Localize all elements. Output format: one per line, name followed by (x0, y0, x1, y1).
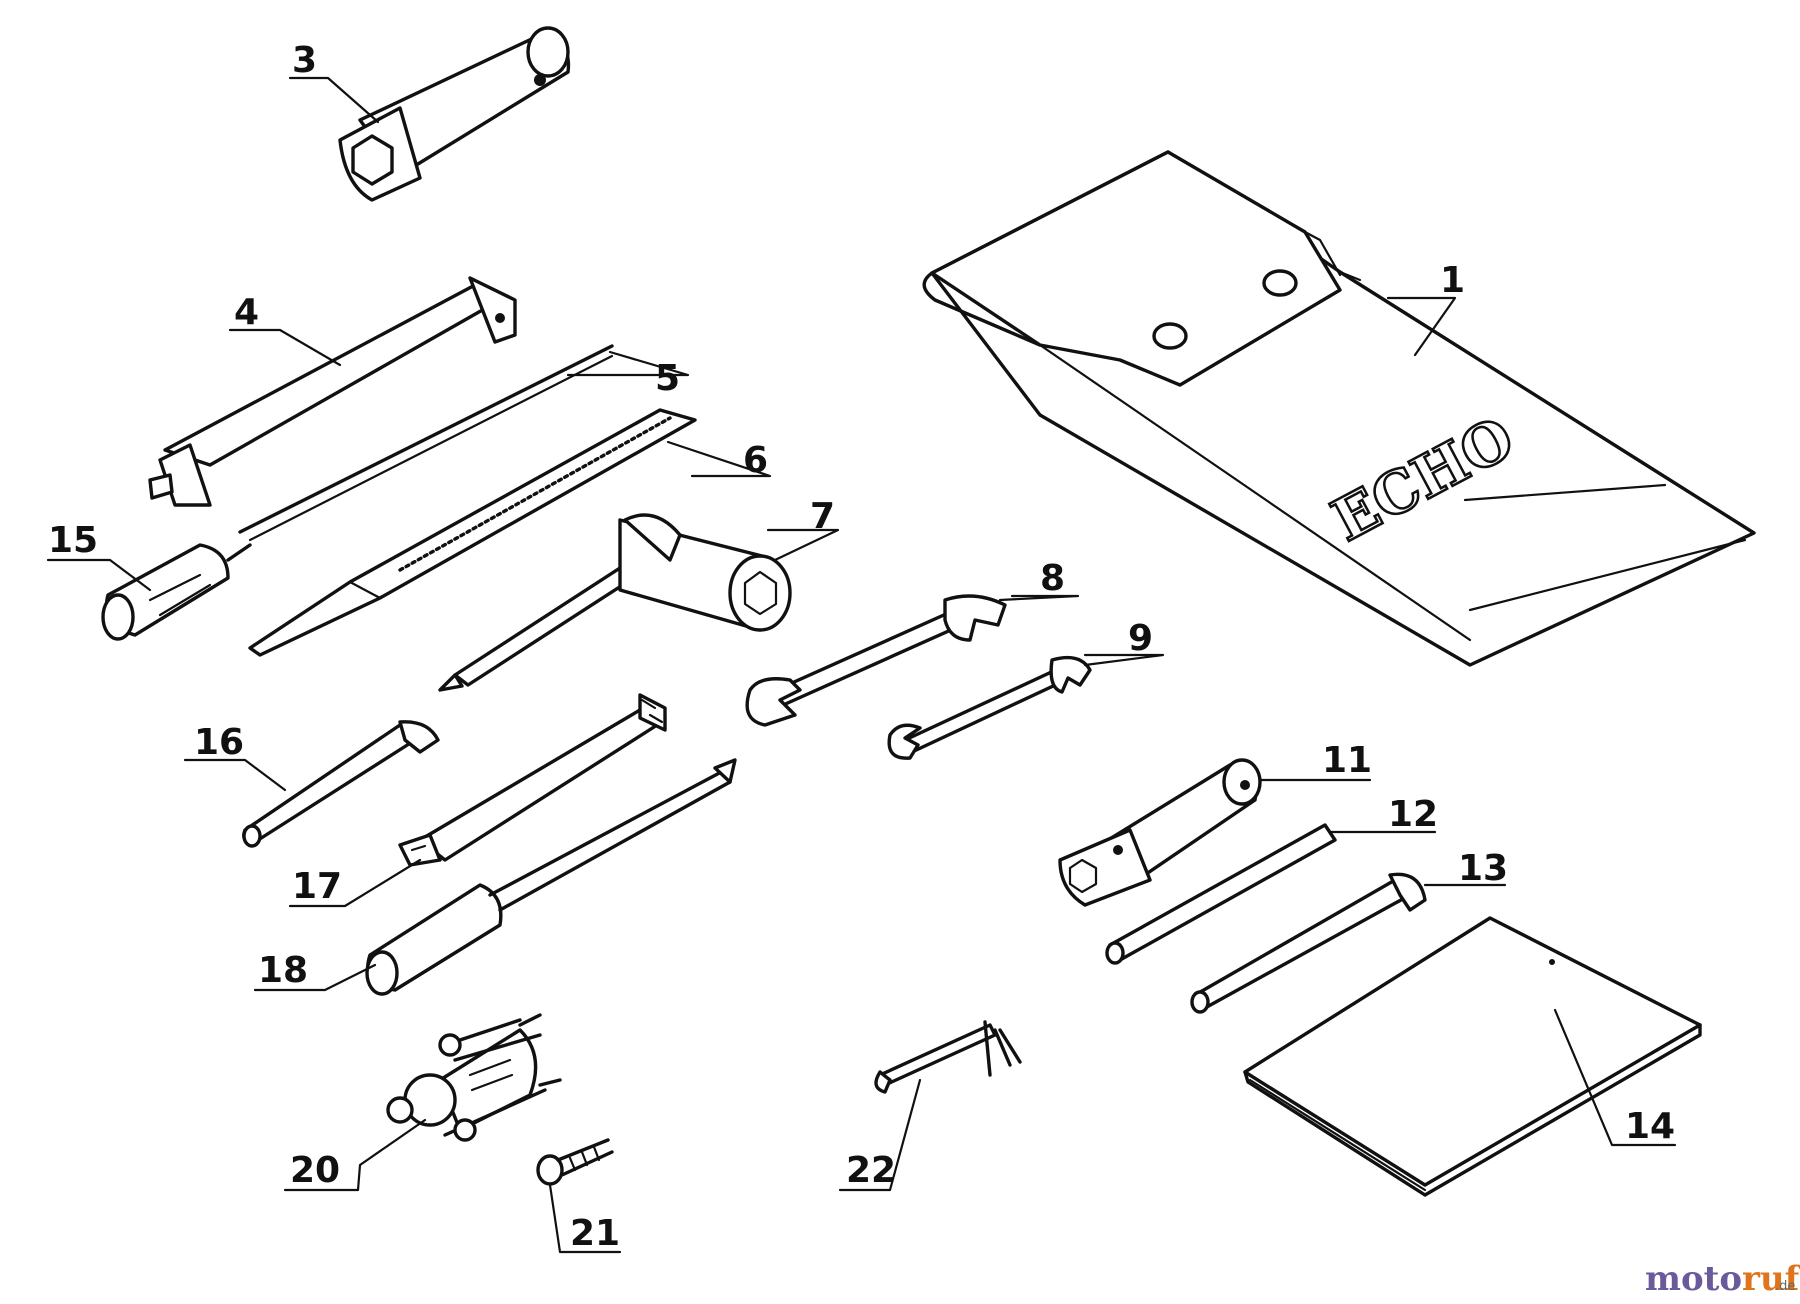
callout-13: 13 (1458, 848, 1508, 889)
part-17-adjusting-tool (398, 693, 667, 867)
callout-7: 7 (810, 496, 835, 537)
callout-9: 9 (1128, 618, 1153, 659)
svg-text:motoruf: motoruf (1645, 1259, 1800, 1299)
part-18-screwdriver (365, 758, 737, 996)
part-1-tool-pouch: ECHO (922, 150, 1756, 667)
part-15-file-handle (101, 543, 252, 641)
callouts: 3 1 4 5 6 7 15 8 9 16 11 12 13 17 18 14 (46, 40, 1677, 1254)
part-9-small-spanner (887, 655, 1092, 760)
part-13-l-hex-key (1190, 872, 1427, 1014)
callout-16: 16 (194, 722, 244, 763)
part-4-bar-spanner (148, 276, 517, 507)
part-16-hex-key (242, 720, 440, 848)
part-12-tommy-bar (1105, 823, 1337, 965)
callout-15: 15 (48, 520, 98, 561)
callout-12: 12 (1388, 794, 1438, 835)
callout-18: 18 (258, 950, 308, 991)
part-20-puller (386, 1013, 562, 1142)
part-11-plug-spanner (1058, 758, 1262, 907)
callout-4: 4 (234, 292, 259, 333)
callout-17: 17 (292, 866, 342, 907)
part-3-box-spanner (338, 26, 571, 202)
watermark-part-b: ruf (1742, 1259, 1800, 1299)
callout-20: 20 (290, 1150, 340, 1191)
callout-21: 21 (570, 1213, 620, 1254)
watermark-logo: motoruf .de (1645, 1259, 1800, 1299)
part-22-small-wrench (874, 1020, 1022, 1094)
callout-1: 1 (1440, 260, 1465, 301)
callout-6: 6 (743, 440, 768, 481)
callout-14: 14 (1625, 1106, 1675, 1147)
part-14-manual (1243, 916, 1702, 1197)
watermark-part-a: moto (1645, 1259, 1742, 1299)
callout-8: 8 (1040, 558, 1065, 599)
part-6-flat-file (248, 408, 697, 657)
callout-3: 3 (292, 40, 317, 81)
part-7-t-spanner (438, 513, 792, 692)
part-21-screw (536, 1138, 614, 1186)
callout-11: 11 (1322, 740, 1372, 781)
callout-5: 5 (655, 358, 680, 399)
part-5-round-file (238, 344, 614, 542)
callout-22: 22 (846, 1150, 896, 1191)
watermark-suffix: .de (1775, 1279, 1795, 1294)
part-8-open-spanner (745, 594, 1007, 727)
